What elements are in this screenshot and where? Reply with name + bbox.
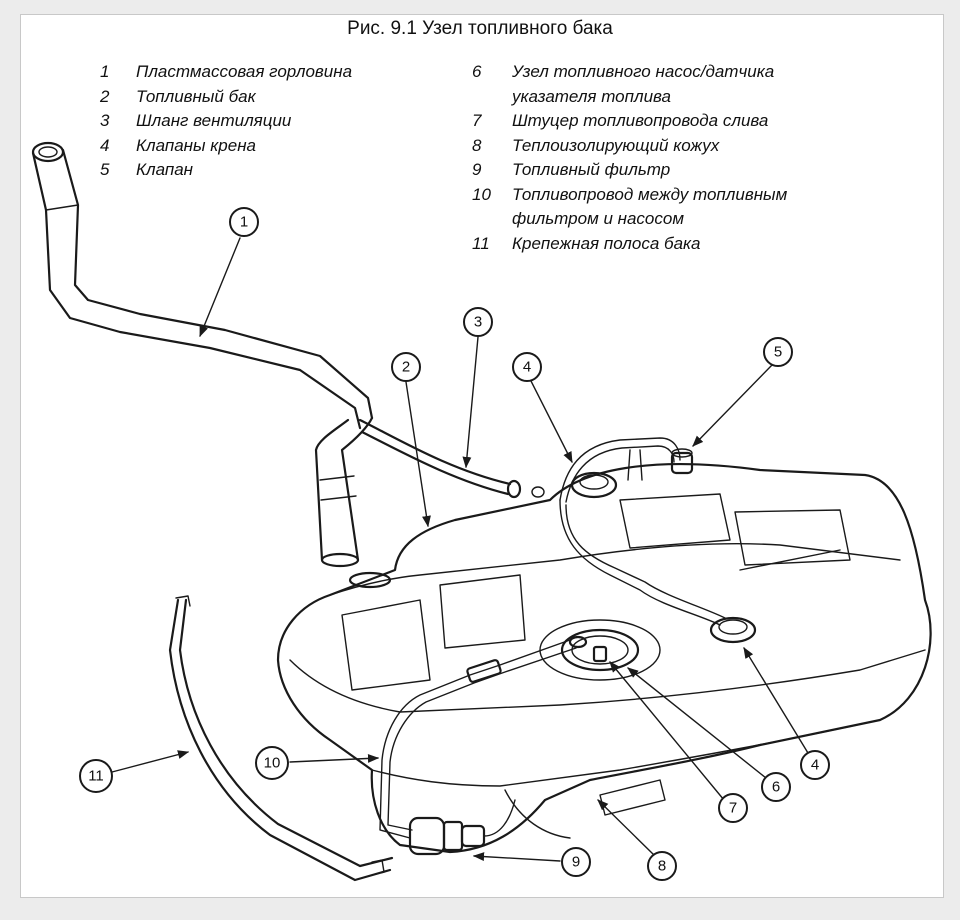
legend-text: указателя топлива [512, 86, 671, 106]
rollover-valves [570, 471, 757, 644]
callout-2: 2 [391, 352, 421, 382]
callout-7: 7 [718, 793, 748, 823]
legend-number: 8 [472, 135, 482, 155]
legend-text: Топливопровод между топливным [512, 184, 788, 204]
legend-item-continuation: указателя топлива [472, 85, 787, 110]
figure-title: Рис. 9.1 Узел топливного бака [347, 18, 613, 39]
figure-frame [20, 14, 944, 898]
callout-label: 11 [88, 768, 104, 785]
callout-6: 6 [761, 772, 791, 802]
callout-9: 9 [561, 847, 591, 877]
legend-text: Узел топливного насос/датчика [512, 62, 775, 81]
legend-item: 7 Штуцер топливопровода слива [472, 109, 787, 134]
legend-item: 3 Шланг вентиляции [100, 109, 352, 134]
legend-item: 9 Топливный фильтр [472, 158, 787, 183]
callout-1: 1 [229, 207, 259, 237]
legend-text: Клапан [136, 160, 194, 179]
legend-number: 7 [472, 111, 482, 130]
callout-label: 1 [240, 214, 248, 231]
vent-lines [559, 437, 726, 626]
callout-label: 3 [474, 314, 482, 331]
legend-number: 2 [100, 86, 110, 106]
tank-strap [168, 595, 394, 882]
callout-5: 5 [763, 337, 793, 367]
fuel-line [379, 639, 577, 839]
fuel-filter [408, 799, 516, 856]
legend-item: 2 Топливный бак [100, 85, 352, 110]
legend-item: 11 Крепежная полоса бака [472, 232, 787, 257]
callout-4a: 4 [512, 352, 542, 382]
legend-item: 8 Теплоизолирующий кожух [472, 134, 787, 159]
legend-text: Клапаны крена [136, 135, 257, 155]
legend-item: 6 Узел топливного насос/датчика [472, 60, 787, 85]
legend-item: 10 Топливопровод между топливным [472, 183, 787, 208]
legend-number: 1 [100, 62, 110, 81]
fuel-tank [276, 463, 932, 854]
legend-text: Шланг вентиляции [136, 111, 292, 130]
legend-text: Штуцер топливопровода слива [512, 111, 769, 130]
callout-4b: 4 [800, 750, 830, 780]
callout-label: 5 [774, 344, 782, 361]
callout-label: 6 [772, 779, 780, 796]
legend-text: Пластмассовая горловина [136, 62, 353, 81]
callout-label: 7 [729, 800, 737, 817]
legend-text: Теплоизолирующий кожух [512, 135, 720, 155]
legend-number: 11 [472, 233, 490, 253]
legend-text: фильтром и насосом [512, 209, 684, 228]
callout-label: 4 [523, 359, 531, 376]
vent-hose [358, 418, 545, 499]
legend-item: 5 Клапан [100, 158, 352, 183]
fuel-pump-unit [539, 619, 661, 681]
legend-right: 6 Узел топливного насос/датчика указателя… [472, 60, 787, 256]
legend-number: 4 [100, 135, 110, 155]
legend-number: 6 [472, 62, 482, 81]
legend-item: 4 Клапаны крена [100, 134, 352, 159]
legend-number: 3 [100, 111, 110, 130]
callout-3: 3 [463, 307, 493, 337]
filler-neck [31, 141, 374, 568]
callout-label: 2 [402, 359, 410, 376]
legend-text: Крепежная полоса бака [512, 233, 701, 253]
callout-label: 8 [658, 858, 666, 875]
legend-item: 1 Пластмассовая горловина [100, 60, 352, 85]
callout-label: 10 [264, 755, 281, 772]
legend-number: 10 [472, 184, 491, 204]
callout-10: 10 [255, 746, 289, 780]
legend-text: Топливный бак [136, 86, 256, 106]
callout-label: 9 [572, 854, 580, 871]
legend-number: 5 [100, 160, 110, 179]
leader-lines [111, 237, 809, 862]
legend-number: 9 [472, 160, 482, 179]
callout-11: 11 [79, 759, 113, 793]
legend-item-continuation: фильтром и насосом [472, 207, 787, 232]
valve [670, 448, 694, 475]
callout-8: 8 [647, 851, 677, 881]
legend-text: Топливный фильтр [512, 160, 671, 179]
callout-label: 4 [811, 757, 819, 774]
